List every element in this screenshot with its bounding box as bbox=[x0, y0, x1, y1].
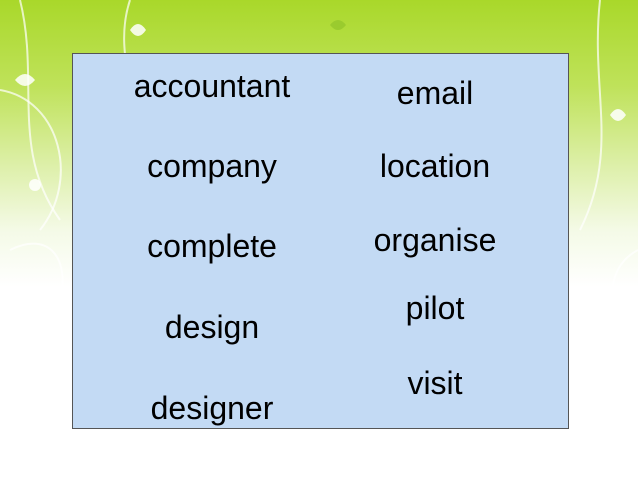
word-email: email bbox=[396, 75, 474, 111]
word-location: location bbox=[379, 148, 491, 184]
word-list-panel: accountant company complete design desig… bbox=[72, 53, 569, 429]
word-pilot: pilot bbox=[405, 290, 465, 326]
word-complete: complete bbox=[147, 228, 277, 264]
word-accountant: accountant bbox=[133, 68, 291, 104]
word-visit: visit bbox=[407, 365, 463, 401]
word-organise: organise bbox=[373, 222, 497, 258]
word-company: company bbox=[147, 148, 277, 184]
word-designer: designer bbox=[150, 390, 274, 426]
word-design: design bbox=[164, 309, 260, 345]
